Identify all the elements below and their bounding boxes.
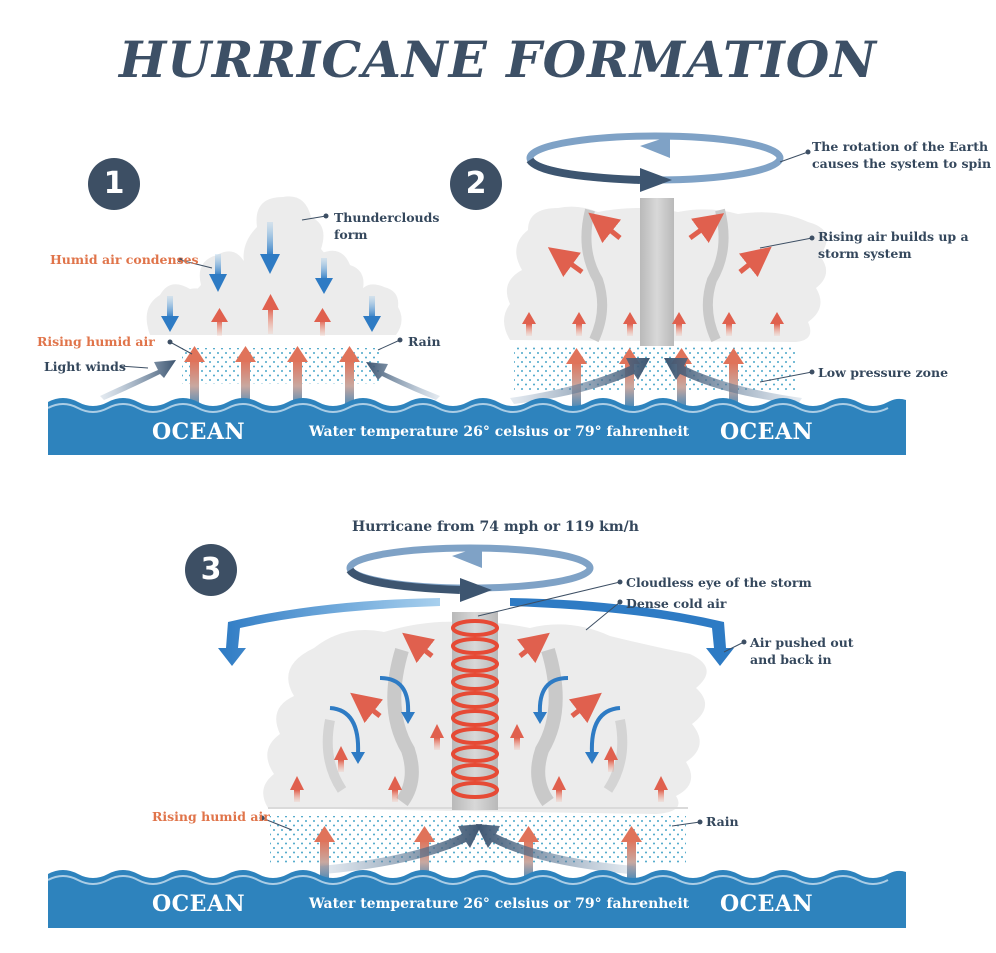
cold-air-arrow-icon: [161, 222, 381, 332]
cold-air-arrow-icon: [351, 712, 599, 764]
label-rain-3: Rain: [706, 814, 739, 829]
label-low-pressure-zone: Low pressure zone: [818, 365, 949, 380]
wind-arrow-icon: [664, 358, 802, 404]
warm-air-arrow-icon: [522, 312, 784, 336]
wind-arrow-icon: [100, 360, 176, 400]
panel-3: [218, 544, 734, 884]
rain-dots-icon: [270, 816, 686, 864]
eye-spiral: [451, 619, 499, 799]
wind-arrow-icon: [510, 358, 650, 404]
label-rising-air-storm: Rising air builds up a storm system: [818, 229, 969, 261]
ocean-label-top-left: OCEAN: [152, 419, 246, 445]
label-light-winds: Light winds: [44, 359, 126, 374]
label-air-pushed: Air pushed out and back in: [750, 635, 854, 667]
leader-dots: [167, 149, 815, 825]
leader-lines: [119, 151, 813, 831]
step-badge-1: 1: [88, 158, 140, 210]
label-storm-eye: Cloudless eye of the storm: [626, 575, 812, 590]
wind-arrow-icon: [366, 362, 440, 400]
label-dense-cold-air: Dense cold air: [626, 596, 727, 611]
label-humid-air-condenses: Humid air condenses: [50, 252, 199, 267]
cold-air-arrow-icon: [218, 598, 440, 666]
cold-air-arrow-icon: [510, 598, 734, 666]
water-temperature-top: Water temperature 26° celsius or 79° fah…: [309, 424, 690, 440]
label-earth-rotation: The rotation of the Earth causes the sys…: [812, 139, 992, 171]
label-thunderclouds: Thunderclouds form: [334, 210, 440, 242]
water-temperature-bottom: Water temperature 26° celsius or 79° fah…: [309, 896, 690, 912]
page-title: HURRICANE FORMATION: [118, 30, 877, 89]
ocean-bottom: [47, 870, 906, 928]
rising-air-arrow-icon: [314, 826, 642, 884]
step-badge-2: 2: [450, 158, 502, 210]
warm-air-arrow-icon: [350, 632, 602, 724]
wind-arrow-icon: [320, 824, 482, 874]
label-rising-humid-air-3: Rising humid air: [152, 809, 270, 824]
panel-1-clouds: [100, 196, 440, 412]
rising-air-arrow-icon: [184, 346, 360, 412]
warm-air-arrow-icon: [290, 724, 668, 802]
warm-air-arrow-icon: [547, 212, 772, 278]
rain-dots-icon: [514, 346, 796, 390]
label-rising-humid-air-1: Rising humid air: [37, 334, 155, 349]
step-badge-3: 3: [185, 544, 237, 596]
ocean-label-top-right: OCEAN: [720, 419, 814, 445]
panel-2: [504, 132, 827, 412]
warm-air-arrow-icon: [211, 294, 331, 336]
rotation-arrow-icon: [346, 544, 594, 602]
cloud-column: [640, 198, 674, 346]
label-hurricane-speed: Hurricane from 74 mph or 119 km/h: [352, 519, 639, 535]
wind-arrow-icon: [476, 824, 634, 874]
label-rain-1: Rain: [408, 334, 441, 349]
ocean-label-bottom-right: OCEAN: [720, 891, 814, 917]
ocean-top: [47, 398, 906, 455]
rotation-arrow-icon: [526, 132, 784, 192]
ocean-label-bottom-left: OCEAN: [152, 891, 246, 917]
